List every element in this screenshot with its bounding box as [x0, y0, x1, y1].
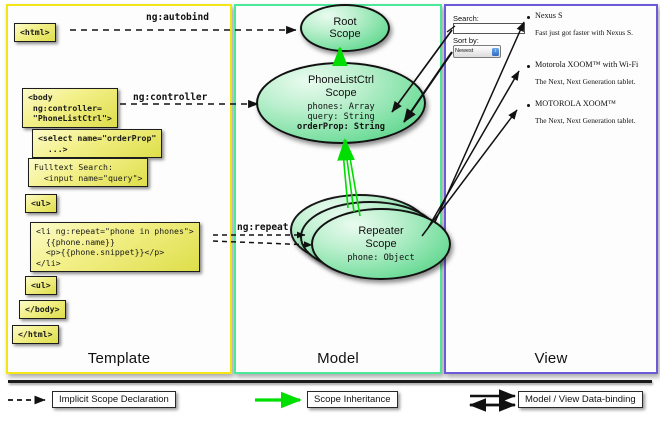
phone-snippet-wrap: Fast just got faster with Nexus S.	[535, 28, 633, 37]
code-box-select: <select name="orderProp" ...>	[32, 129, 163, 158]
list-item: Motorola XOOM™ with Wi-Fi	[535, 60, 638, 69]
list-item: Nexus S	[535, 11, 563, 20]
list-bullet	[527, 65, 530, 68]
legend-divider	[8, 380, 652, 383]
view-sort-label: Sort by:	[453, 36, 479, 45]
code-box-body-open: <body ng:controller= "PhoneListCtrl">	[22, 88, 118, 128]
panel-model: Model	[234, 4, 442, 374]
phone-name: Nexus S	[535, 11, 563, 20]
panel-template-label: Template	[87, 350, 151, 367]
view-search-label: Search:	[453, 14, 479, 23]
legend: Implicit Scope Declaration Scope Inherit…	[0, 378, 660, 421]
edge-label-repeat: ng:repeat	[237, 222, 289, 233]
panel-view-label: View	[534, 350, 568, 367]
list-bullet	[527, 104, 530, 107]
scope-root-title: Root Scope	[329, 15, 361, 41]
phone-snippet-wrap: The Next, Next Generation tablet.	[535, 116, 636, 125]
legend-item-implicit-scope-declaration: Implicit Scope Declaration	[52, 391, 176, 408]
phone-snippet: Fast just got faster with Nexus S.	[535, 28, 633, 37]
code-box-fulltext-search: Fulltext Search: <input name="query">	[28, 158, 149, 187]
scope-repeater: Repeater Scope phone: Object	[311, 208, 451, 280]
edge-label-autobind: ng:autobind	[146, 12, 209, 23]
code-box-html-close: </html>	[12, 325, 59, 344]
panel-model-label: Model	[317, 350, 359, 367]
edge-label-controller: ng:controller	[133, 92, 208, 103]
legend-item-scope-inheritance: Scope Inheritance	[307, 391, 398, 408]
code-box-li-repeat: <li ng:repeat="phone in phones"> {{phone…	[30, 222, 200, 272]
code-box-ul-close: <ul>	[25, 276, 57, 295]
list-bullet	[527, 16, 530, 19]
phone-name: Motorola XOOM™ with Wi-Fi	[535, 60, 639, 69]
list-item: MOTOROLA XOOM™	[535, 99, 616, 108]
panel-template: Template	[6, 4, 232, 374]
search-input[interactable]	[453, 23, 525, 34]
phone-snippet: The Next, Next Generation tablet.	[535, 116, 636, 125]
phone-snippet-wrap: The Next, Next Generation tablet.	[535, 77, 636, 86]
chevron-updown-icon: ↕	[492, 47, 499, 56]
phone-name: MOTOROLA XOOM™	[535, 99, 616, 108]
phone-snippet: The Next, Next Generation tablet.	[535, 77, 636, 86]
scope-phonelistctrl-title: PhoneListCtrl Scope	[307, 74, 375, 99]
sort-by-select[interactable]: Newest ↕	[453, 45, 501, 58]
scope-root: Root Scope	[300, 4, 390, 52]
scope-repeater-props: phone: Object	[347, 253, 415, 263]
code-box-html-open: <html>	[14, 23, 56, 42]
scope-repeater-title: Repeater Scope	[358, 225, 404, 250]
legend-item-model-view-data-binding: Model / View Data-binding	[518, 391, 643, 408]
code-box-body-close: </body>	[19, 300, 66, 319]
sort-by-selected-value: Newest	[455, 48, 474, 54]
code-box-ul-open: <ul>	[25, 194, 57, 213]
